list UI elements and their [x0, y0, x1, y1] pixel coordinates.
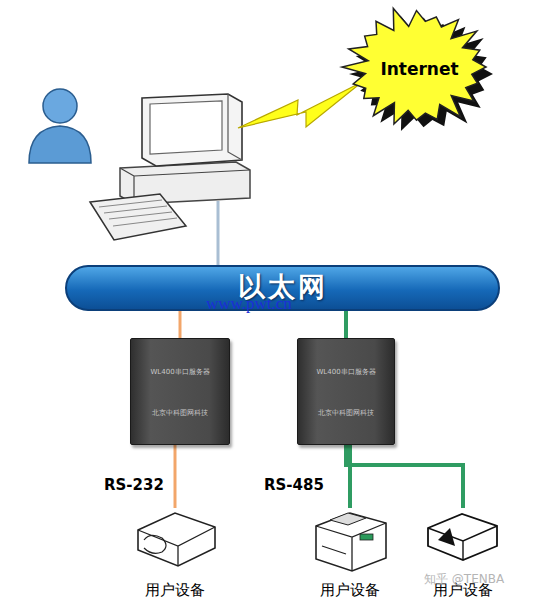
computer-cable	[217, 201, 220, 266]
user-device: 用户设备	[305, 508, 395, 602]
keyboard	[90, 194, 186, 240]
interface-label: RS-232	[104, 476, 164, 494]
device-print: 北京中科图网科技	[318, 408, 374, 418]
wireless-bolt	[238, 82, 362, 128]
device-light	[360, 534, 373, 540]
serial-server: WL400串口服务器北京中科图网科技	[297, 338, 395, 445]
cable-line	[348, 445, 352, 508]
device-print: WL400串口服务器	[316, 367, 375, 377]
user-icon	[29, 89, 91, 163]
cable-line	[346, 445, 463, 508]
device-paper	[330, 513, 366, 525]
user-device-icon	[138, 513, 215, 566]
node-label: Internet	[380, 59, 458, 79]
watermark-author: 知乎 @TENBA	[424, 571, 504, 588]
user-device-icon	[316, 513, 386, 571]
internet-cloud: Internet	[345, 8, 500, 138]
device-body	[428, 514, 497, 560]
node-label: 用户设备	[130, 581, 220, 600]
device-body	[138, 513, 215, 566]
interface-label: RS-485	[264, 476, 324, 494]
serial-server: WL400串口服务器北京中科图网科技	[130, 338, 230, 445]
monitor	[142, 94, 242, 166]
user-device: 用户设备	[420, 508, 506, 602]
device-sign	[438, 528, 455, 546]
burst-fill	[342, 8, 486, 123]
cable-line	[179, 311, 182, 338]
cable-line	[344, 311, 348, 338]
device-detail	[144, 535, 166, 553]
user-device-icon	[428, 514, 497, 560]
user-head	[43, 89, 77, 123]
device-print: 北京中科图网科技	[152, 408, 208, 418]
cable-line	[174, 445, 177, 508]
monitor-screen	[150, 101, 222, 154]
device-body	[316, 513, 386, 571]
device-print: WL400串口服务器	[150, 367, 209, 377]
node-label: 用户设备	[305, 581, 395, 600]
device-edge	[428, 526, 497, 560]
device-edge	[316, 523, 386, 571]
device-edge	[138, 527, 215, 566]
computer-icon	[90, 94, 250, 266]
user-body	[29, 126, 91, 163]
watermark-url: www.pwt.cn	[206, 294, 292, 314]
user-device: 用户设备	[130, 508, 220, 602]
keyboard-keys	[99, 200, 177, 226]
